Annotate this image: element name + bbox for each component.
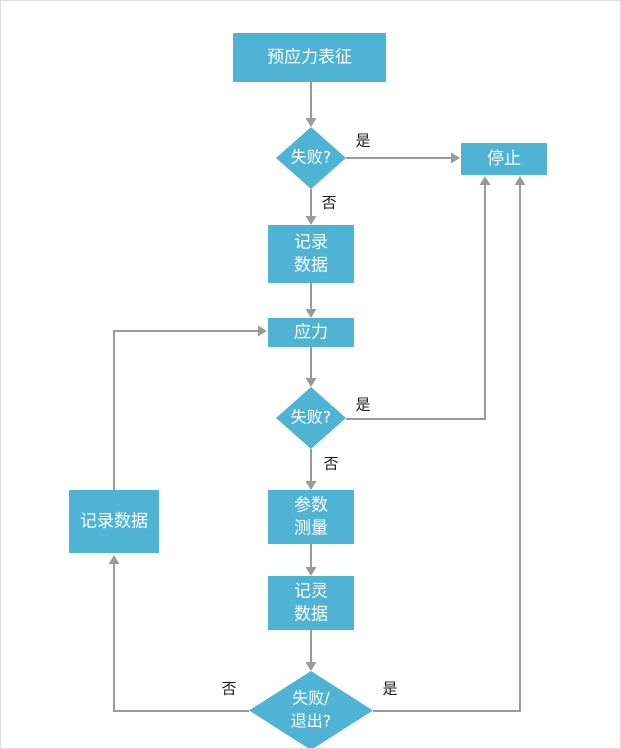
decision-diamond[interactable]: [276, 387, 346, 449]
node-label: 退出?: [291, 712, 332, 731]
edge-e-fail2-stop: [346, 176, 491, 420]
arrowhead-icon: [451, 152, 460, 164]
process-box[interactable]: [69, 490, 159, 553]
arrowhead-icon: [305, 662, 317, 671]
arrowhead-icon: [258, 325, 267, 337]
edge-e-fail3-record3: [108, 555, 249, 712]
process-box[interactable]: [268, 490, 354, 544]
edge-label: 否: [221, 680, 236, 698]
node-label: 记录数据: [80, 512, 148, 532]
arrowhead-icon: [108, 555, 120, 564]
edge-line: [373, 183, 521, 712]
edge-label: 否: [323, 455, 338, 473]
edge-labels-layer: 是否是否否是: [221, 132, 397, 698]
node-label: 预应力表征: [267, 48, 352, 68]
node-record1[interactable]: 记录数据: [268, 225, 354, 283]
node-fail2[interactable]: 失败?: [276, 387, 346, 449]
arrowhead-icon: [305, 216, 317, 225]
node-prestress[interactable]: 预应力表征: [233, 33, 386, 82]
node-fail3[interactable]: 失败/退出?: [249, 671, 373, 749]
edge-e-fail1-record1: [305, 189, 317, 225]
arrowhead-icon: [305, 481, 317, 490]
edge-e-fail2-param: [305, 449, 317, 490]
node-label: 记录: [294, 233, 328, 253]
edge-e-prestress-fail1: [305, 82, 317, 127]
node-record3[interactable]: 记录数据: [69, 490, 159, 553]
edge-e-record2-fail3: [305, 630, 317, 671]
node-label: 数据: [294, 256, 328, 276]
node-label: 停止: [487, 149, 521, 169]
node-fail1[interactable]: 失败?: [276, 127, 346, 189]
process-box[interactable]: [268, 318, 354, 347]
edge-label: 是: [382, 680, 397, 698]
node-stress[interactable]: 应力: [268, 318, 354, 347]
edge-label: 是: [355, 132, 370, 150]
node-label: 失败?: [291, 148, 332, 167]
process-box[interactable]: [268, 576, 354, 630]
edges-layer: [108, 82, 526, 712]
edge-e-record1-stress: [305, 283, 317, 318]
edge-line: [113, 330, 260, 490]
edge-e-fail1-stop: [346, 152, 460, 164]
node-label: 参数: [294, 496, 328, 516]
edge-e-record3-stress: [113, 325, 267, 490]
edge-line: [113, 562, 249, 712]
node-label: 数据: [294, 605, 328, 625]
edge-label: 是: [355, 396, 370, 414]
node-label: 失败?: [291, 408, 332, 427]
process-box[interactable]: [233, 33, 386, 82]
arrowhead-icon: [305, 378, 317, 387]
node-label: 应力: [294, 323, 328, 343]
decision-diamond[interactable]: [276, 127, 346, 189]
process-box[interactable]: [461, 143, 547, 175]
edge-e-param-record2: [305, 544, 317, 576]
edge-e-fail3-stop: [373, 176, 526, 712]
node-stop[interactable]: 停止: [461, 143, 547, 175]
arrowhead-icon: [305, 118, 317, 127]
arrowhead-icon: [479, 176, 491, 185]
arrowhead-icon: [514, 176, 526, 185]
edge-e-stress-fail2: [305, 347, 317, 387]
arrowhead-icon: [305, 567, 317, 576]
process-box[interactable]: [268, 225, 354, 283]
edge-line: [346, 183, 486, 420]
node-label: 记灵: [294, 582, 328, 602]
arrowhead-icon: [305, 309, 317, 318]
node-label: 测量: [294, 519, 328, 539]
decision-diamond[interactable]: [249, 671, 373, 749]
node-label: 失败/: [292, 689, 330, 708]
edge-label: 否: [321, 194, 336, 212]
